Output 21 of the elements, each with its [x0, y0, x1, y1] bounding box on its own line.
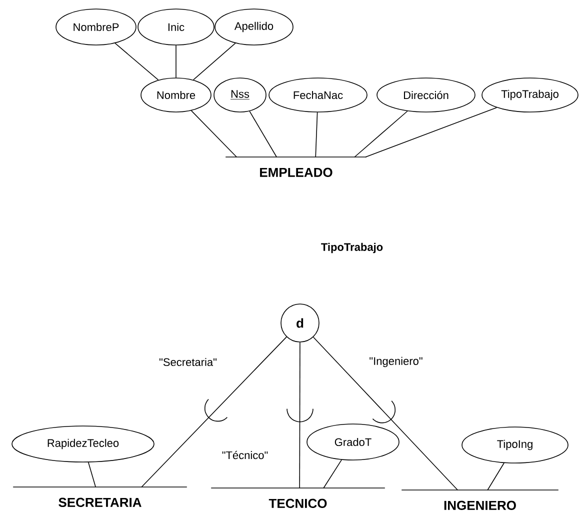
entity-box: TECNICO — [210, 488, 386, 508]
entity-box: SECRETARIA — [12, 486, 188, 507]
connector-line — [114, 42, 159, 80]
edge-label: "Técnico" — [222, 450, 268, 460]
connector-line — [312, 336, 458, 490]
edge-label: "Secretaria" — [160, 358, 216, 366]
connector-line — [323, 459, 342, 488]
connector-line — [299, 342, 300, 488]
connector-line — [88, 462, 96, 488]
entity-box: INGENIERO — [401, 490, 559, 510]
connector-line — [249, 110, 277, 158]
edge-label: "Ingeniero" — [370, 356, 422, 368]
connector-line — [190, 110, 237, 158]
entity-box: EMPLEADO — [225, 156, 367, 177]
connector-line — [365, 107, 498, 158]
connector-line — [354, 110, 408, 158]
connector-line — [141, 336, 287, 488]
attribute-label: TipoTrabajo — [321, 242, 383, 254]
connector-line — [487, 462, 504, 490]
connector-line — [192, 42, 236, 80]
connector-line — [315, 112, 318, 158]
